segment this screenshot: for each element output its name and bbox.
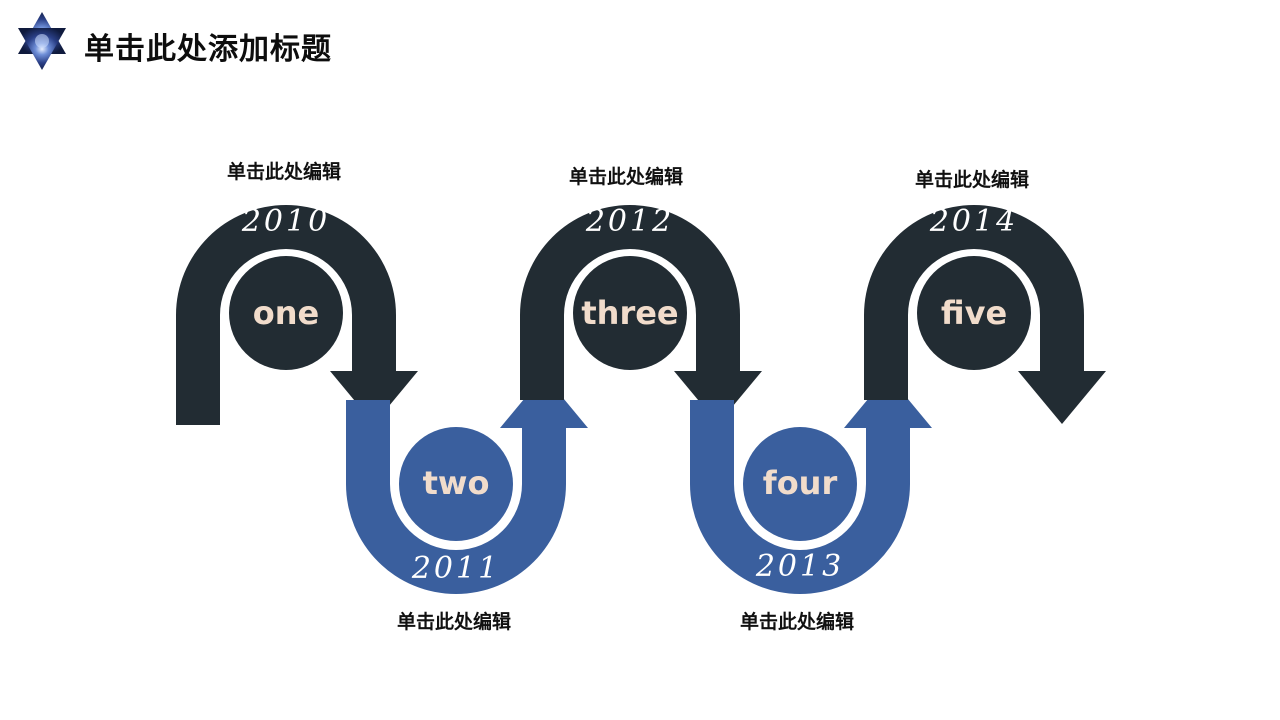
caption-2[interactable]: 单击此处编辑 (397, 610, 511, 633)
caption-1[interactable]: 单击此处编辑 (227, 160, 341, 183)
hexagram-nebula-icon (18, 12, 66, 70)
year-label-3: 2012 (585, 204, 674, 239)
caption-3[interactable]: 单击此处编辑 (569, 165, 683, 188)
page-title[interactable]: 单击此处添加标题 (84, 32, 332, 67)
caption-5[interactable]: 单击此处编辑 (915, 168, 1029, 191)
arrow-down-3 (674, 371, 762, 424)
year-label-5: 2014 (929, 204, 1018, 239)
u-segment-4 (690, 375, 932, 594)
u-band-2 (346, 400, 566, 594)
step-label-3: three (581, 294, 678, 332)
step-circle-4 (743, 427, 857, 541)
step-circle-1 (229, 256, 343, 370)
caption-4[interactable]: 单击此处编辑 (740, 610, 854, 633)
arch-band-5 (864, 205, 1084, 400)
arch-segment-1 (176, 205, 418, 425)
arch-segment-3 (520, 205, 762, 424)
step-circle-3 (573, 256, 687, 370)
step-label-2: two (423, 464, 490, 502)
arch-band-3 (520, 205, 740, 400)
arrow-down-5 (1018, 371, 1106, 424)
arrow-up-2 (500, 375, 588, 428)
u-segment-2 (346, 375, 588, 594)
step-label-1: one (253, 294, 319, 332)
year-label-2: 2011 (411, 551, 500, 586)
arch-band-1 (176, 205, 396, 425)
arrow-down-1 (330, 371, 418, 424)
step-label-5: five (941, 294, 1007, 332)
year-label-1: 2010 (241, 204, 330, 239)
year-label-4: 2013 (755, 549, 844, 584)
step-circle-2 (399, 427, 513, 541)
step-label-4: four (763, 464, 838, 502)
arch-segment-5 (864, 205, 1106, 424)
step-circle-5 (917, 256, 1031, 370)
u-band-4 (690, 400, 910, 594)
arrow-up-4 (844, 375, 932, 428)
